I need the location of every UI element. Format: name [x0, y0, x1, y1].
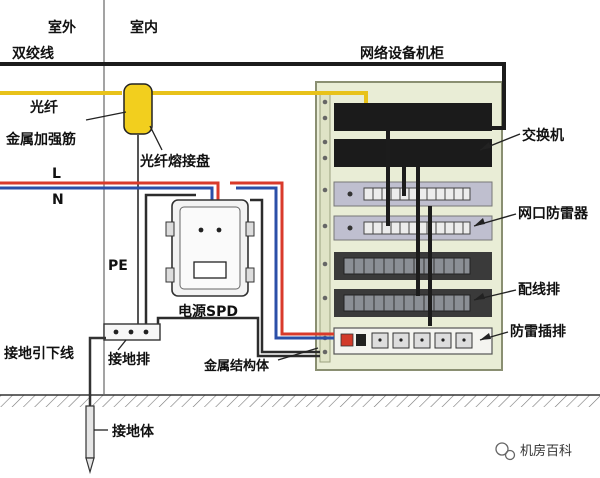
grounding-rod — [85, 405, 95, 475]
label-line-N: N — [52, 192, 64, 208]
label-grounding-down-lead: 接地引下线 — [4, 345, 74, 362]
twisted-pair-cable — [0, 62, 506, 130]
metal-structure-ground-wire — [156, 316, 320, 358]
label-metal-structure: 金属结构体 — [203, 358, 270, 374]
network-port-protector-1 — [333, 181, 493, 207]
label-network-port-protector: 网口防雷器 — [518, 205, 589, 222]
label-surge-power-strip: 防雷插排 — [510, 323, 566, 340]
label-outdoor: 室外 — [48, 19, 76, 36]
label-grounding-bar: 接地排 — [108, 351, 150, 368]
label-power-spd: 电源SPD — [178, 303, 238, 320]
label-metal-strength-member: 金属加强筋 — [5, 131, 76, 148]
fiber-splice-tray — [123, 83, 153, 135]
ground-hatch — [0, 395, 600, 407]
label-pe: PE — [108, 258, 128, 274]
fiber-cable — [0, 91, 368, 103]
label-fiber: 光纤 — [29, 99, 58, 116]
surge-power-strip — [333, 327, 493, 355]
patch-panel-1 — [334, 252, 492, 280]
phase-line-L — [0, 181, 220, 200]
switch-2 — [334, 139, 492, 167]
label-line-L: L — [52, 166, 61, 182]
grounding-down-lead — [88, 336, 106, 412]
cabinet-internal-cables — [386, 131, 432, 326]
label-grounding-body: 接地体 — [112, 423, 155, 440]
watermark-text: 机房百科 — [520, 443, 572, 459]
label-patch-panel: 配线排 — [518, 281, 560, 298]
watermark: 机房百科 — [495, 442, 572, 461]
neutral-line-to-strip — [236, 186, 334, 340]
network-port-protector-2 — [333, 215, 493, 241]
label-twisted-pair: 双绞线 — [12, 45, 54, 62]
cabinet-arrows — [473, 133, 521, 341]
switch-1 — [334, 103, 492, 131]
label-switch: 交换机 — [522, 127, 564, 144]
neutral-line-N — [0, 186, 214, 200]
cabinet-ground-wire — [250, 198, 320, 354]
label-indoor: 室内 — [130, 19, 158, 36]
leader-lines — [85, 111, 319, 431]
power-spd — [165, 199, 255, 297]
watermark-logo-icon — [495, 442, 509, 456]
label-network-cabinet: 网络设备机柜 — [360, 45, 444, 62]
spd-ground-wire — [144, 193, 196, 324]
phase-line-to-strip — [230, 181, 334, 336]
label-fiber-splice-tray: 光纤熔接盘 — [139, 153, 210, 170]
grounding-bar — [103, 323, 161, 341]
patch-panel-2 — [334, 289, 492, 317]
